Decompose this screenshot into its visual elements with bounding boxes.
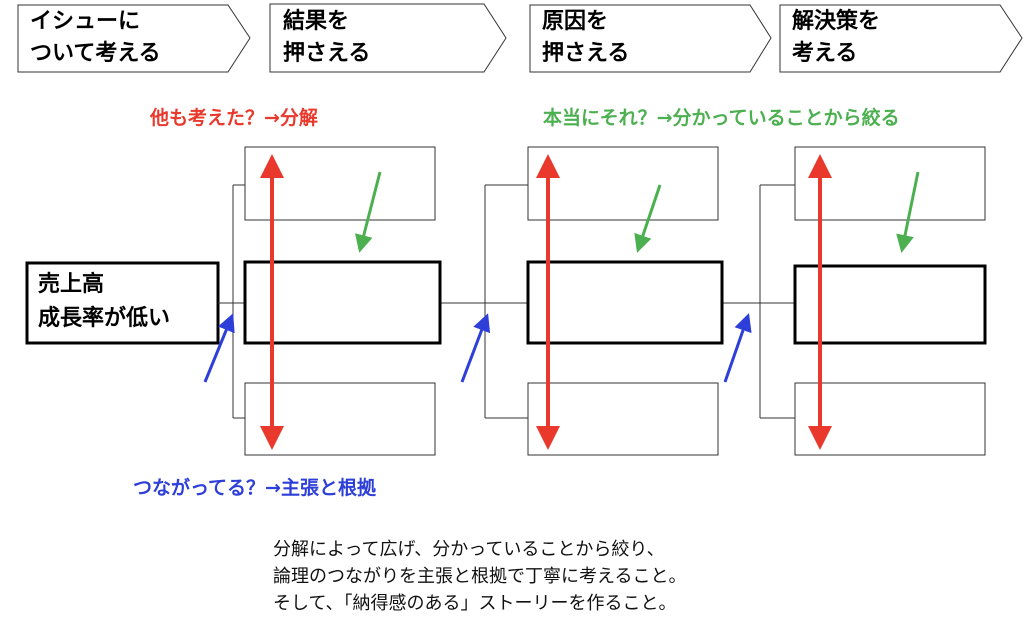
green-arrow-icon xyxy=(896,171,920,253)
summary-text: 分解によって広げ、分かっていることから絞り、 論理のつながりを主張と根拠で丁寧に… xyxy=(273,536,686,617)
annotation-claim-evidence: つながってる？→主張と根拠 xyxy=(133,477,376,499)
tree-connectors xyxy=(218,184,795,419)
blue-arrow-icon xyxy=(723,313,752,383)
annotation-decompose: 他も考えた？→分解 xyxy=(150,107,318,129)
step-chevron-4 xyxy=(779,4,1023,73)
summary-line: そして、「納得感のある」ストーリーを作ること。 xyxy=(273,593,677,614)
summary-line: 論理のつながりを主張と根拠で丁寧に考えること。 xyxy=(273,566,687,587)
solution-box-bottom xyxy=(794,382,986,456)
step-label-2: 結果を 押さえる xyxy=(283,9,371,66)
step-chevron-3 xyxy=(529,4,772,73)
step-chevron-2 xyxy=(269,3,507,73)
green-arrow-icon xyxy=(634,184,662,253)
step-label-1: イシューに ついて考える xyxy=(30,9,161,66)
annotation-narrow-down: 本当にそれ？→分かっていることから絞る xyxy=(543,107,900,129)
cause-box-bottom xyxy=(527,382,719,456)
cause-box-main xyxy=(526,260,724,345)
step-label-3: 原因を 押さえる xyxy=(542,9,630,66)
blue-arrow-icon xyxy=(460,313,491,383)
blue-arrow-icon xyxy=(203,313,235,383)
step-chevron-1 xyxy=(17,4,251,73)
summary-line: 分解によって広げ、分かっていることから絞り、 xyxy=(273,539,665,560)
issue-box xyxy=(25,261,220,345)
solution-box-top xyxy=(794,146,986,221)
green-arrow-icon xyxy=(355,171,382,253)
cause-box-top xyxy=(527,146,719,221)
result-box-main xyxy=(243,260,442,345)
step-label-4: 解決策を 考える xyxy=(792,9,881,66)
issue-label: 売上高 成長率が低い xyxy=(38,272,171,331)
solution-box-main xyxy=(793,264,987,345)
